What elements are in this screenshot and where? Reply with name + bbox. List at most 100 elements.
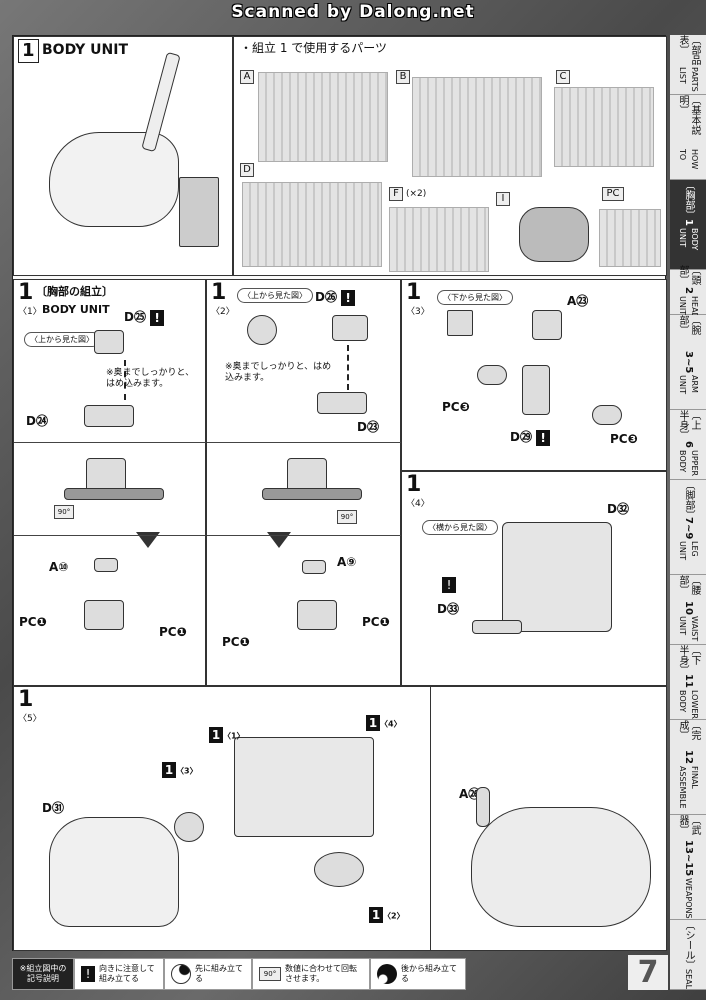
caution-icon: ! (81, 966, 95, 982)
callout-part: PC❶ (222, 635, 250, 649)
callout-part: D㉜ (607, 502, 629, 516)
callout-part: D㉕ ! (124, 308, 165, 326)
part-illustration (94, 330, 124, 354)
callout-part: PC❸ (442, 400, 470, 414)
part-illustration (332, 315, 368, 341)
page-number: 7 (628, 955, 668, 990)
caution-icon: ! (150, 309, 165, 326)
callout-part: D㉖ ! (315, 288, 356, 306)
part-illustration (532, 310, 562, 340)
callout-part: D㉛ (42, 801, 64, 815)
callout-part: PC❶ (19, 615, 47, 629)
runner-f-qty: (×2) (406, 189, 427, 199)
runner-label-a: A (240, 70, 254, 84)
runner-i (519, 207, 589, 262)
sub-step: 〈4〉 (406, 499, 430, 509)
fin-illustration (179, 177, 219, 247)
runner-d (242, 182, 382, 267)
view-label: 〈上から見た図〉 (24, 332, 100, 347)
part-illustration (447, 310, 473, 336)
part-illustration (84, 405, 134, 427)
runner-label-b: B (396, 70, 410, 84)
legend-caution: !向きに注意して組み立てる (74, 958, 164, 990)
sub-step: 〈2〉 (211, 307, 235, 317)
tab-how-to[interactable]: 〔基本説明〕HOW TO (670, 95, 706, 180)
callout-part: PC❶ (362, 615, 390, 629)
assembly-arrow (124, 360, 126, 400)
runner-label-c: C (556, 70, 570, 84)
scan-banner: Scanned by Dalong.net (231, 2, 475, 22)
divider (14, 535, 207, 536)
part-illustration (502, 522, 612, 632)
sub-step-ref: 1〈4〉 (366, 715, 402, 731)
view-label: 〈上から見た図〉 (237, 288, 313, 303)
caution-icon: ! (536, 429, 551, 446)
part-illustration (49, 817, 179, 927)
legend-heading: ※組立図中の記号説明 (12, 958, 74, 990)
instruction-sheet: 1 BODY UNIT ・組立 1 で使用するパーツ A B C D F (×2… (12, 35, 667, 951)
part-illustration (86, 458, 126, 492)
callout-part: PC❶ (159, 625, 187, 639)
step-panel-1-2: 1 〈2〉 〈上から見た図〉 D㉖ ! ※奥までしっかりと、はめ込みます。 D㉓… (206, 279, 402, 686)
step-number: 1 (406, 472, 422, 497)
parts-heading: ・組立 1 で使用するパーツ (240, 41, 388, 55)
part-illustration (477, 365, 507, 385)
part-illustration (471, 807, 651, 927)
sub-step-ref: 1〈1〉 (209, 727, 245, 743)
next-arrow-icon (267, 532, 291, 548)
part-illustration (64, 488, 164, 500)
legend-assemble-first: 先に組み立てる (164, 958, 252, 990)
step-number: 1 (211, 280, 227, 305)
part-illustration (262, 488, 362, 500)
sub-step-ref: 1〈3〉 (162, 762, 198, 778)
note-text: ※奥までしっかりと、はめ込みます。 (106, 368, 195, 389)
section-label: 〔胸部の組立〕 (36, 285, 113, 298)
runner-f (389, 207, 489, 272)
part-illustration (297, 600, 337, 630)
part-illustration (287, 458, 327, 492)
runner-label-f: F (389, 187, 403, 201)
assemble-later-icon (377, 964, 397, 984)
sub-step-ref: 1〈2〉 (369, 907, 405, 923)
caution-icon: ! (341, 289, 356, 306)
step-panel-1-4: 1 〈4〉 〈横から見た図〉 D㉜ ! D㉝ (401, 471, 667, 686)
view-label: 〈下から見た図〉 (437, 290, 513, 305)
step-panel-1-5: 1 〈5〉 D㉛ 1〈1〉 1〈3〉 1〈4〉 1〈2〉 (13, 686, 431, 951)
callout-part: D㉔ (26, 414, 48, 428)
callout-part: A㉓ (567, 294, 589, 308)
part-illustration (592, 405, 622, 425)
part-illustration (234, 737, 374, 837)
unit-label: BODY UNIT (42, 303, 110, 316)
callout-part: D㉝ (437, 602, 459, 616)
runner-b (412, 77, 542, 177)
runner-c (554, 87, 654, 167)
tab-seal[interactable]: 〔シール〕SEAL (670, 920, 706, 990)
rotate-icon: 90° (337, 510, 357, 524)
runner-pc (599, 209, 661, 267)
divider (14, 442, 207, 443)
part-illustration (522, 365, 550, 415)
tab-parts-list[interactable]: 〔部品表〕PARTS LIST (670, 35, 706, 95)
sub-step: 〈5〉 (18, 714, 42, 724)
part-illustration (317, 392, 367, 414)
part-illustration (94, 558, 118, 572)
rotate-icon: 90° (54, 505, 74, 519)
divider (207, 442, 402, 443)
rotate-icon: 90° (259, 967, 281, 981)
callout-part: D㉙ ! (510, 428, 551, 446)
parts-list-panel: ・組立 1 で使用するパーツ A B C D F (×2) I PC (233, 36, 667, 276)
step-number: 1 (18, 280, 34, 305)
runner-label-i: I (496, 192, 510, 206)
assemble-first-icon (171, 964, 191, 984)
pilot-figure-illustration (476, 787, 490, 827)
legend-rotate: 90°数値に合わせて回転させます。 (252, 958, 370, 990)
